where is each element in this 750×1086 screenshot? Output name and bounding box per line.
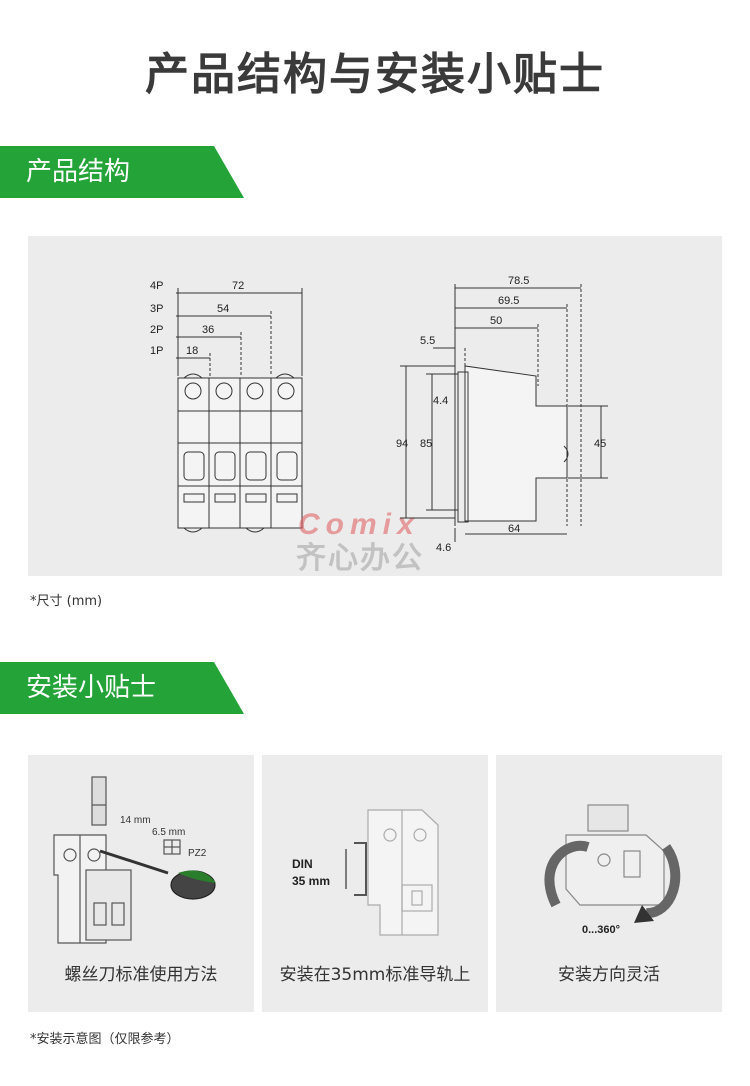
install-note: *安装示意图（仅限参考） [30,1032,180,1047]
width-4p: 72 [232,280,244,292]
side-width-69-5: 69.5 [498,295,519,307]
side-width-50: 50 [490,315,502,327]
width-3p: 54 [217,303,229,315]
annotation-rotation: 0...360° [582,924,620,936]
annotation-14mm: 14 mm [120,815,151,826]
dimension-drawing-panel: 4P 3P 2P 1P 72 54 36 18 78.5 69.5 50 5.5… [28,236,722,576]
pole-label-3p: 3P [150,303,163,315]
watermark-brand: Comix [298,508,420,541]
page-title: 产品结构与安装小贴士 [145,49,605,100]
dimension-note: *尺寸 (mm) [30,594,103,609]
section-banner-install: 安装小贴士 [0,662,244,714]
install-card-screwdriver: 14 mm 6.5 mm PZ2 螺丝刀标准使用方法 [28,755,254,1012]
card-label-screwdriver: 螺丝刀标准使用方法 [64,965,218,985]
annotation-35mm: 35 mm [292,874,330,888]
section-banner-structure: 产品结构 [0,146,244,198]
side-height-85: 85 [420,438,432,450]
card-label-din-rail: 安装在35mm标准导轨上 [279,965,471,985]
width-1p: 18 [186,345,198,357]
side-height-45: 45 [594,438,606,450]
install-card-orientation: 0...360° 安装方向灵活 [496,755,722,1012]
rotate-arrow-icon [544,840,590,908]
pole-label-1p: 1P [150,345,163,357]
install-card-din-rail: DIN 35 mm 安装在35mm标准导轨上 [262,755,488,1012]
side-offset-5-5: 5.5 [420,335,435,347]
pole-label-4p: 4P [150,280,163,292]
screwdriver-illustration: 14 mm 6.5 mm PZ2 [53,776,216,944]
orientation-illustration: 0...360° [544,804,681,936]
side-width-64: 64 [508,523,520,535]
side-height-4-4: 4.4 [433,395,448,407]
card-label-orientation: 安装方向灵活 [558,965,660,985]
annotation-din: DIN [292,857,313,871]
annotation-6-5mm: 6.5 mm [152,827,185,838]
dimension-drawing: 4P 3P 2P 1P 72 54 36 18 78.5 69.5 50 5.5… [150,275,608,575]
annotation-pz2: PZ2 [188,848,207,859]
din-rail-illustration: DIN 35 mm [292,809,439,936]
watermark-text: 齐心办公 [296,542,424,575]
pole-label-2p: 2P [150,324,163,336]
side-offset-4-6: 4.6 [436,542,451,554]
width-2p: 36 [202,324,214,336]
side-width-78-5: 78.5 [508,275,529,287]
side-height-94: 94 [396,438,408,450]
